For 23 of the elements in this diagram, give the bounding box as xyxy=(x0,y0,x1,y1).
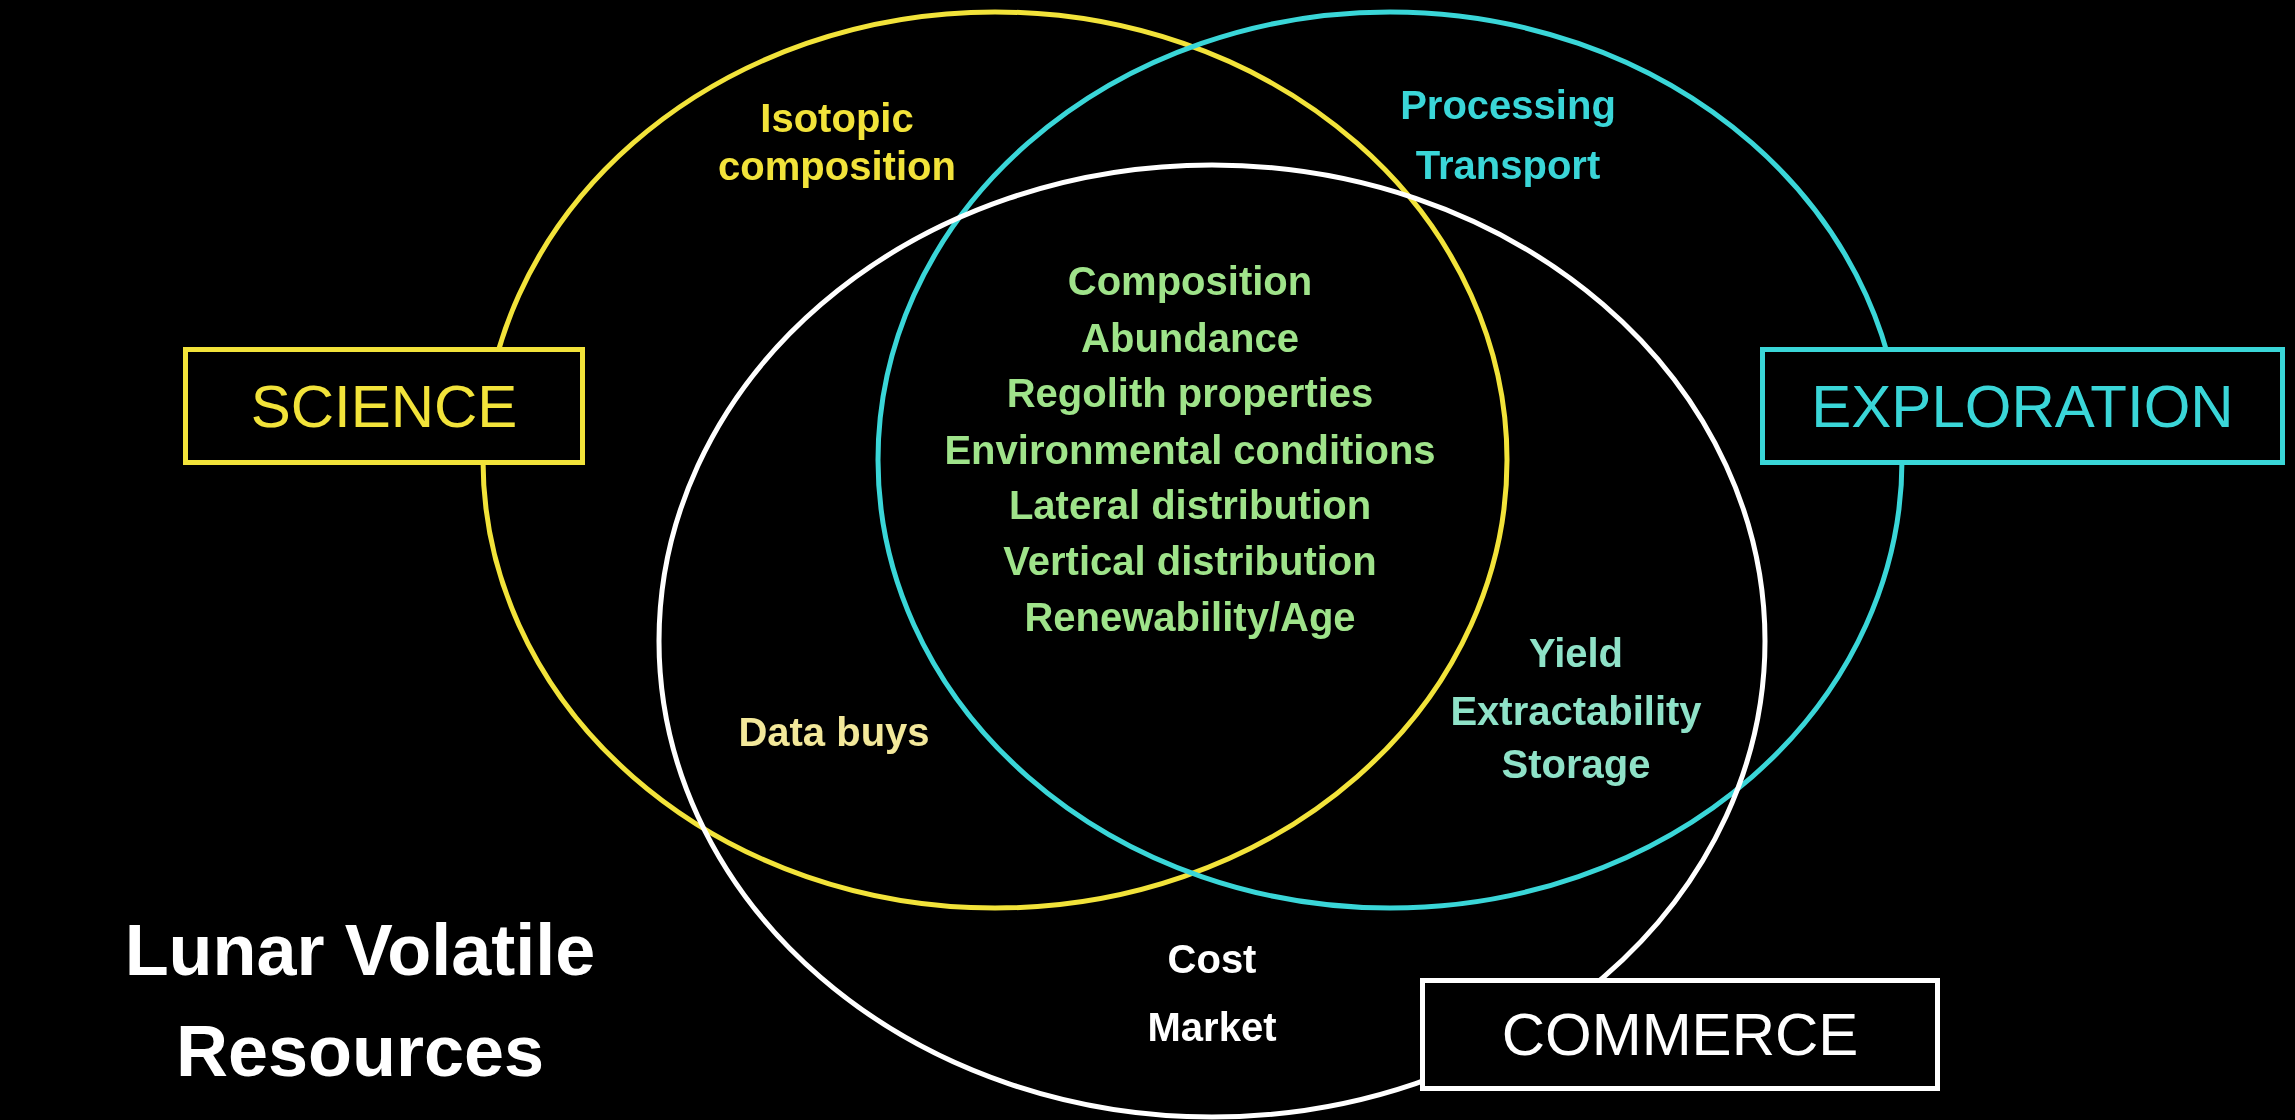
region-label: Abundance xyxy=(1081,315,1299,362)
category-box xyxy=(1420,978,1940,1091)
region-label: Vertical distribution xyxy=(1003,538,1377,585)
category-label: SCIENCE xyxy=(250,371,518,441)
region-label: Renewability/Age xyxy=(1024,594,1356,641)
region-label: Market xyxy=(1147,1004,1277,1051)
category-box xyxy=(1760,347,2285,465)
region-label: Cost xyxy=(1167,936,1257,983)
category-label: COMMERCE xyxy=(1501,1000,1859,1069)
region-label: Transport xyxy=(1415,142,1601,189)
category-box xyxy=(183,347,585,465)
region-label: Regolith properties xyxy=(1006,370,1374,417)
diagram-title: Lunar Volatile Resources xyxy=(123,909,597,1093)
region-label: Lateral distribution xyxy=(1008,482,1372,529)
region-label: Composition xyxy=(1067,258,1313,305)
region-label: Data buys xyxy=(738,709,930,756)
region-label: Isotopic composition xyxy=(717,95,957,190)
region-label: Processing xyxy=(1400,82,1616,129)
region-label: Environmental conditions xyxy=(944,427,1436,474)
region-label: Extractability xyxy=(1450,688,1702,735)
region-label: Yield xyxy=(1528,630,1624,677)
category-label: EXPLORATION xyxy=(1811,371,2234,441)
region-label: Storage xyxy=(1501,741,1651,788)
